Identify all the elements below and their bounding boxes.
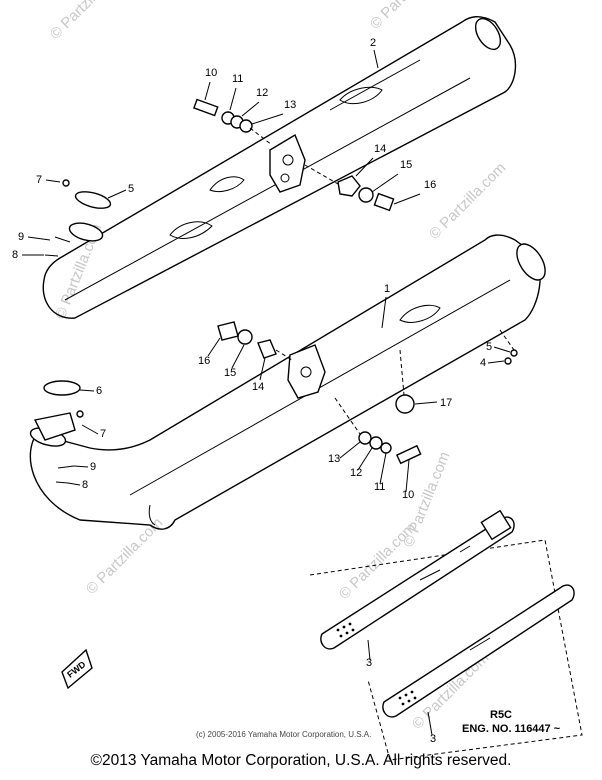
lower-callouts: 1 6 7 9 8 16 15 14 5 4 17 13 12 11 10 <box>67 283 511 501</box>
callout-11: 11 <box>232 73 243 85</box>
callout-7: 7 <box>100 428 106 440</box>
callout-17: 17 <box>440 397 452 409</box>
callout-12: 12 <box>256 87 268 99</box>
upper-callouts: 2 10 11 12 13 14 15 16 5 7 9 8 <box>12 37 436 261</box>
upper-hardware <box>44 98 395 257</box>
callout-13: 13 <box>284 99 296 111</box>
callout-14: 14 <box>252 381 264 393</box>
callout-10: 10 <box>205 67 217 79</box>
callout-13: 13 <box>328 453 340 465</box>
callout-14: 14 <box>374 143 386 155</box>
watermark: © Partzilla.com <box>47 0 130 43</box>
callout-3: 3 <box>430 733 436 745</box>
callout-11: 11 <box>374 481 385 493</box>
upper-muffler <box>42 16 517 319</box>
inset-baffles: 3 3 R5C ENG. NO. 116447 ~ <box>309 509 583 761</box>
callout-12: 12 <box>350 467 362 479</box>
watermark: © Partzilla.com <box>367 0 450 33</box>
callout-8: 8 <box>82 479 88 491</box>
callout-9: 9 <box>18 231 24 243</box>
callout-15: 15 <box>400 159 412 171</box>
callout-15: 15 <box>224 367 236 379</box>
watermark: © Partzilla.com <box>426 159 509 242</box>
callout-6: 6 <box>96 385 102 397</box>
callout-2: 2 <box>370 37 376 49</box>
callout-16: 16 <box>424 179 436 191</box>
lower-muffler <box>29 234 546 530</box>
callout-3: 3 <box>366 657 372 669</box>
model-label: R5C <box>490 709 512 721</box>
callout-9: 9 <box>90 461 96 473</box>
small-copyright: (c) 2005-2016 Yamaha Motor Corporation, … <box>196 730 371 739</box>
watermarks: © Partzilla.com © Partzilla.com © Partzi… <box>47 0 509 733</box>
callout-4: 4 <box>480 357 486 369</box>
lower-hardware <box>55 321 518 484</box>
fwd-arrow-icon: FWD <box>61 648 93 690</box>
callout-10: 10 <box>402 489 414 501</box>
eng-no-label: ENG. NO. 116447 ~ <box>462 723 561 735</box>
footer-copyright: ©2013 Yamaha Motor Corporation, U.S.A. A… <box>90 752 512 769</box>
callout-5: 5 <box>128 183 134 195</box>
callout-16: 16 <box>198 355 210 367</box>
callout-8: 8 <box>12 249 18 261</box>
callout-7: 7 <box>36 174 42 186</box>
callout-1: 1 <box>384 283 390 295</box>
callout-5: 5 <box>486 341 492 353</box>
